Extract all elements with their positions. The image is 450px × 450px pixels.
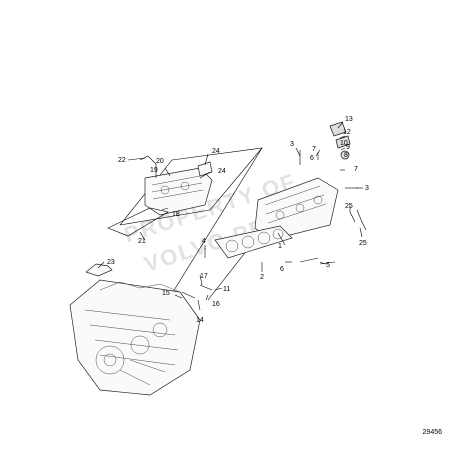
pipes: [85, 155, 213, 277]
callout-18: 18: [172, 211, 180, 218]
valve-cover-gasket: [107, 207, 169, 237]
callout-8: 8: [344, 152, 348, 159]
callout-7b: 7: [354, 166, 358, 173]
callout-3b: 3: [365, 185, 369, 192]
callout-2: 2: [260, 274, 264, 281]
callout-25a: 25: [345, 203, 353, 210]
callout-15: 15: [162, 290, 170, 297]
callout-6a: 6: [310, 155, 314, 162]
callout-4: 4: [202, 238, 206, 245]
callout-10: 10: [340, 140, 348, 147]
engine-block: [69, 279, 201, 396]
callout-6b: 6: [280, 266, 284, 273]
callout-24a: 24: [212, 148, 220, 155]
callout-5: 5: [326, 262, 330, 269]
callout-17: 17: [200, 273, 208, 280]
callout-9: 9: [346, 144, 350, 151]
callout-21: 21: [138, 238, 146, 245]
callout-20: 20: [156, 158, 164, 165]
callout-11: 11: [223, 286, 230, 293]
callout-labels: 13 12 10 9 8 7 7 3 6 22 20 19 24 24 18 2…: [107, 116, 369, 324]
leader-lines: [97, 121, 363, 311]
head-gasket: [214, 225, 293, 259]
callout-7a: 7: [312, 146, 316, 153]
callout-12: 12: [343, 129, 351, 136]
callout-24b: 24: [218, 168, 226, 175]
callout-23: 23: [107, 259, 115, 266]
callout-3a: 3: [290, 141, 294, 148]
callout-13: 13: [345, 116, 353, 123]
cylinder-head: [254, 177, 339, 241]
callout-22: 22: [118, 157, 126, 164]
callout-19: 19: [150, 167, 158, 174]
callout-25b: 25: [359, 240, 367, 247]
reference-number: 29456: [422, 429, 442, 436]
callout-14: 14: [196, 317, 204, 324]
callout-1: 1: [278, 243, 282, 250]
callout-16: 16: [212, 301, 220, 308]
